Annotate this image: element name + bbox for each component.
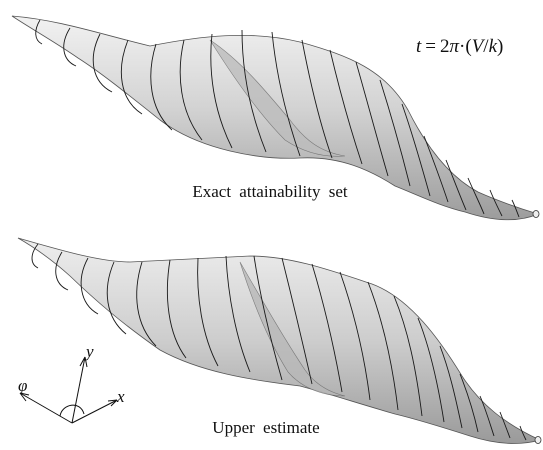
y-axis-line — [71, 356, 86, 424]
upper-estimate-tip — [534, 436, 542, 444]
exact-set-tip — [532, 210, 540, 218]
coordinate-axes — [19, 356, 118, 424]
angle-arc — [59, 404, 85, 417]
exact-set-fold — [209, 39, 346, 157]
x-axis-arrow — [107, 399, 118, 407]
formula-eq: = — [425, 36, 436, 57]
y-axis-arrow — [79, 356, 88, 368]
x-axis-line — [71, 399, 118, 424]
phi-axis-label: φ — [18, 376, 27, 395]
formula-coef: 2 — [440, 36, 450, 57]
formula-k: k — [489, 36, 498, 57]
formula-t: t — [416, 36, 422, 57]
formula-dot: · — [459, 36, 465, 57]
formula-pi: π — [450, 36, 460, 57]
formula-V: V — [472, 36, 486, 57]
top-caption: Exact attainability set — [192, 182, 348, 201]
exact-set-surface — [11, 15, 540, 221]
bottom-caption: Upper estimate — [212, 418, 319, 437]
x-axis-label: x — [116, 387, 125, 406]
upper-estimate-stripes — [31, 243, 527, 441]
exact-set-stripes — [35, 19, 520, 218]
formula-open: ( — [465, 36, 471, 57]
formula-close: ) — [497, 36, 503, 57]
phi-axis-arrow — [19, 392, 30, 402]
upper-estimate-surface — [17, 237, 542, 444]
formula: t=2π·(V/k) — [416, 36, 503, 57]
formula-slash: / — [483, 36, 489, 57]
y-axis-label: y — [84, 342, 94, 361]
upper-estimate-fold — [239, 261, 346, 397]
phi-axis-line — [19, 392, 73, 424]
